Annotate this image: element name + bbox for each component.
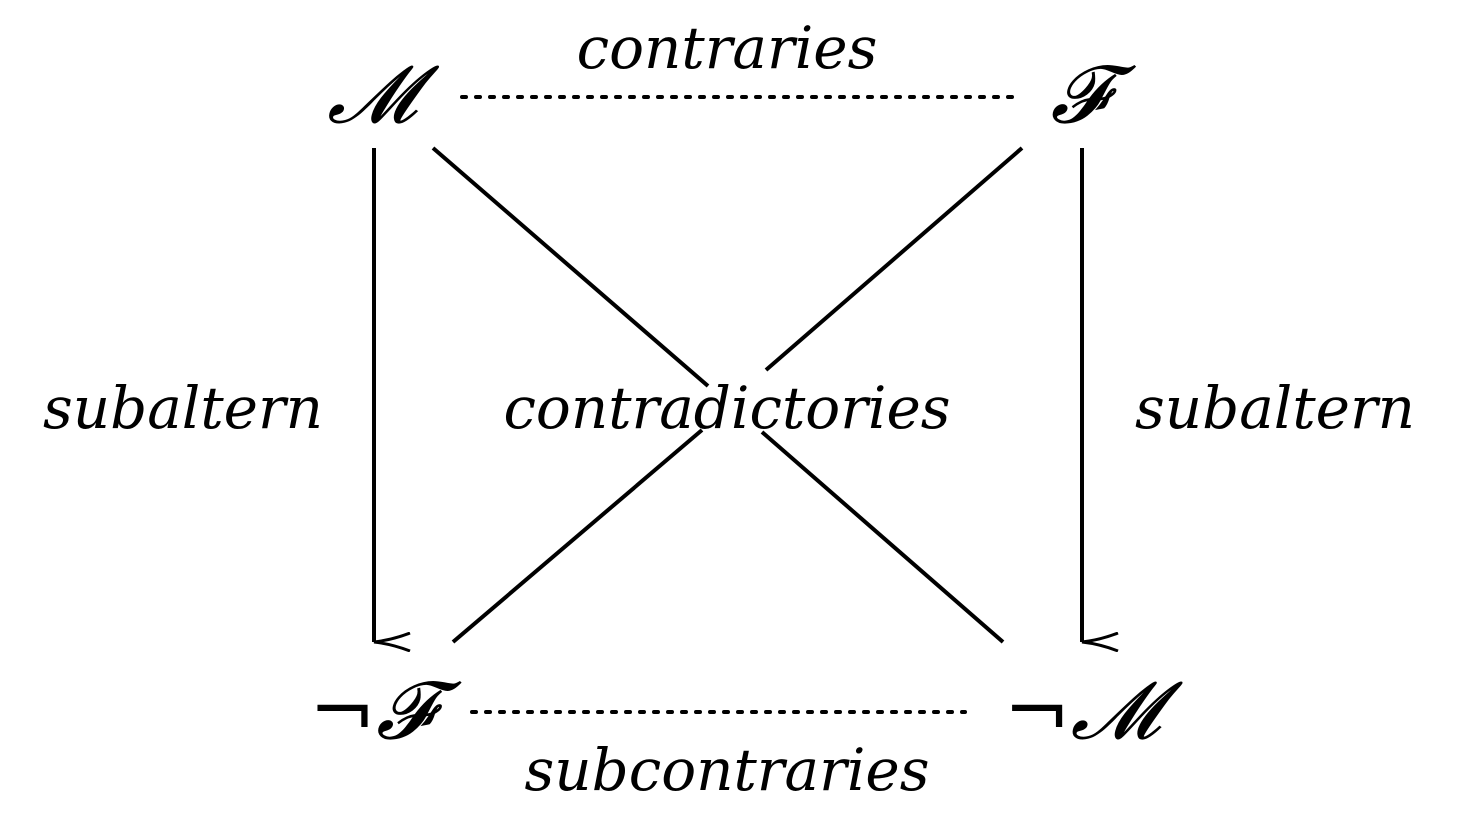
label-subaltern-right: subaltern [1135,374,1415,442]
label-subaltern-left: subaltern [43,374,323,442]
diagonal-f-to-not-f-lower [451,428,704,644]
node-not-f: ¬𝓕 [309,664,462,757]
node-not-m: ¬𝓜 [1004,664,1184,757]
node-m: 𝓜 [327,48,440,141]
label-contradictories: contradictories [503,374,950,442]
diagonal-m-to-not-m-lower [760,430,1005,644]
node-f: 𝓕 [1050,48,1136,141]
diagonal-m-to-not-m-upper [431,146,710,388]
label-contraries: contraries [577,14,878,82]
diagonal-f-to-not-f-upper [764,146,1024,372]
label-subcontraries: subcontraries [525,736,930,804]
